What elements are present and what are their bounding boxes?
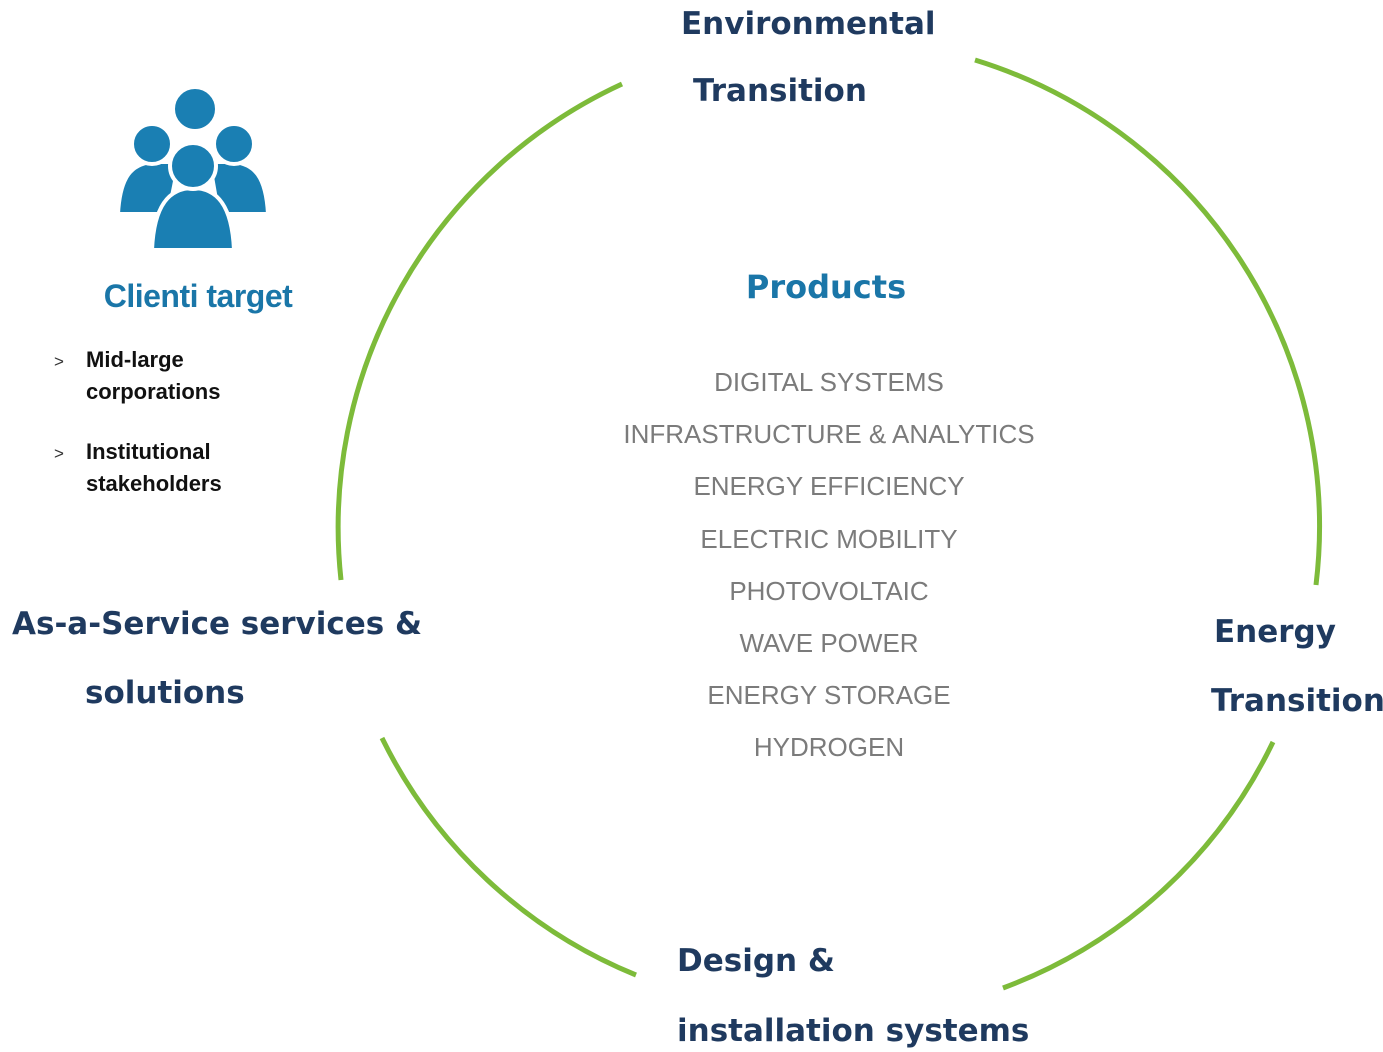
cycle-label-left-line2: solutions [85, 675, 245, 711]
clients-title: Clienti target [103, 278, 293, 314]
bullet-chevron-icon: > [54, 444, 64, 463]
product-item: ENERGY STORAGE [707, 680, 951, 711]
cycle-label-top-line2: Transition [693, 73, 867, 109]
products-list: DIGITAL SYSTEMS INFRASTRUCTURE & ANALYTI… [529, 362, 1129, 780]
client-item-label: Mid-large corporations [86, 347, 221, 404]
ring-arc-top-right [974, 57, 1323, 586]
products-title: Products [745, 268, 907, 306]
cycle-label-left-line1: As-a-Service services & [12, 606, 423, 642]
product-item: INFRASTRUCTURE & ANALYTICS [623, 419, 1035, 450]
people-group-icon [118, 85, 268, 252]
cycle-label-right-line2: Transition [1211, 683, 1383, 719]
product-item: PHOTOVOLTAIC [729, 575, 929, 606]
cycle-label-top-line1: Environmental [681, 6, 936, 42]
ring-arc-top-left [335, 81, 624, 581]
product-item: ELECTRIC MOBILITY [700, 523, 958, 554]
product-item: DIGITAL SYSTEMS [714, 367, 944, 397]
ring-arc-bottom-left [379, 736, 637, 978]
clients-list: > Mid-large corporations > Institutional… [54, 344, 316, 528]
ring-arc-bottom-right [1002, 740, 1276, 991]
product-item: HYDROGEN [753, 732, 905, 763]
client-item: > Institutional stakeholders [54, 436, 316, 500]
bullet-chevron-icon: > [54, 352, 64, 371]
cycle-label-bottom-line2: installation systems [677, 1013, 1030, 1049]
cycle-label-bottom-line1: Design & [677, 943, 835, 979]
client-item: > Mid-large corporations [54, 344, 316, 408]
product-item: WAVE POWER [739, 627, 919, 658]
client-item-label: Institutional stakeholders [86, 439, 222, 496]
product-item: ENERGY EFFICIENCY [693, 471, 965, 502]
cycle-label-right-line1: Energy [1214, 614, 1336, 650]
